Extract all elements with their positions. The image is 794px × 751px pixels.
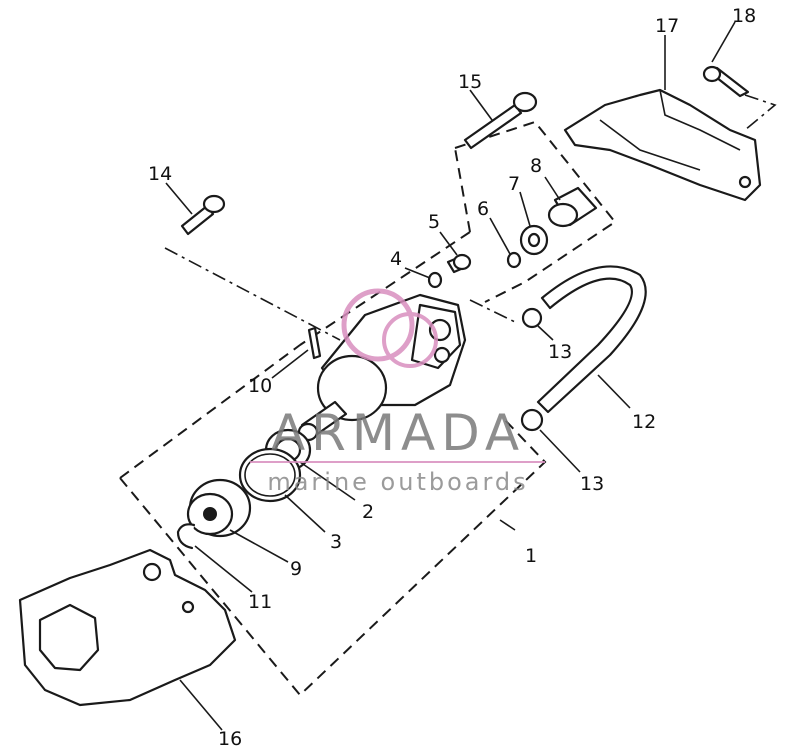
callout-13-upper: 13 (548, 341, 572, 363)
plug-part-8 (547, 186, 598, 228)
callout-8: 8 (530, 155, 542, 177)
circlip-part-11 (176, 523, 196, 550)
leader-15 (469, 89, 493, 121)
nut-part-7 (519, 224, 549, 256)
callout-1: 1 (525, 545, 537, 567)
watermark-logo-mark (341, 288, 415, 362)
callout-15: 15 (458, 71, 482, 93)
leader-18 (711, 21, 736, 63)
leader-6 (489, 217, 511, 255)
leader-4 (404, 267, 431, 279)
washer-part-4 (427, 271, 443, 289)
assembly-outline (119, 120, 617, 697)
housing-part-16 (18, 548, 237, 707)
pin-part-10 (307, 326, 322, 360)
washer-part-6 (506, 251, 522, 269)
leader-3 (284, 494, 326, 533)
clip-part-13-lower (520, 408, 544, 432)
gear-part-9 (186, 478, 252, 538)
centerline-fitting (469, 299, 516, 323)
callout-10: 10 (248, 375, 272, 397)
callout-4: 4 (390, 248, 402, 270)
callout-18: 18 (732, 5, 756, 27)
callout-2: 2 (362, 501, 374, 523)
leader-13b (539, 429, 581, 473)
leader-11 (194, 545, 253, 593)
callout-3: 3 (330, 531, 342, 553)
callout-9: 9 (290, 558, 302, 580)
callout-5: 5 (428, 211, 440, 233)
callout-11: 11 (248, 591, 272, 613)
leader-8 (544, 176, 561, 201)
bolt-part-14 (180, 194, 226, 236)
leader-14 (165, 182, 193, 215)
callout-17: 17 (655, 15, 679, 37)
leader-10 (271, 349, 309, 379)
callout-14: 14 (148, 163, 172, 185)
hose-part-12 (536, 265, 647, 414)
leader-2 (299, 461, 356, 501)
callout-7: 7 (508, 173, 520, 195)
watermark-tagline: marine outboards (267, 468, 528, 496)
leader-1 (499, 519, 516, 531)
callout-13-lower: 13 (580, 473, 604, 495)
callout-6: 6 (477, 198, 489, 220)
callout-16: 16 (218, 728, 242, 750)
leader-5 (439, 231, 458, 256)
leader-7 (519, 191, 531, 227)
leader-16 (179, 679, 223, 731)
bracket-part-17 (563, 88, 762, 202)
callout-12: 12 (632, 411, 656, 433)
screw-part-18 (702, 65, 750, 98)
bolt-part-5 (446, 253, 472, 274)
leader-12 (597, 374, 631, 409)
leader-9 (229, 529, 289, 563)
clip-part-13-upper (521, 307, 543, 329)
bolt-part-15 (463, 91, 538, 150)
armada-watermark: ARMADA marine outboards (250, 288, 545, 496)
watermark-brand: ARMADA (271, 404, 525, 462)
centerline-bolt-17 (744, 94, 777, 131)
centerline-bolt-14 (164, 247, 341, 341)
leader-13a (537, 325, 554, 341)
